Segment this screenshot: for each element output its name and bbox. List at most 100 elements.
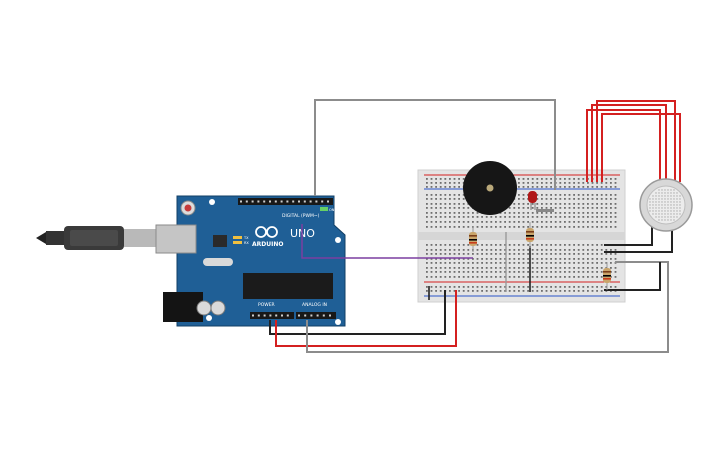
breadboard-hole[interactable]	[610, 249, 612, 251]
breadboard-hole[interactable]	[462, 271, 465, 273]
breadboard-hole[interactable]	[453, 198, 456, 200]
header-pin[interactable]	[263, 314, 266, 317]
breadboard-hole[interactable]	[577, 290, 580, 292]
breadboard-hole[interactable]	[587, 267, 589, 269]
breadboard-hole[interactable]	[439, 262, 442, 264]
breadboard-hole[interactable]	[444, 258, 447, 260]
breadboard-hole[interactable]	[518, 262, 520, 264]
breadboard-hole[interactable]	[499, 276, 502, 278]
breadboard-hole[interactable]	[577, 286, 580, 288]
header-pin[interactable]	[286, 200, 289, 203]
breadboard-hole[interactable]	[564, 226, 566, 228]
breadboard-hole[interactable]	[582, 276, 585, 278]
breadboard-hole[interactable]	[449, 262, 451, 264]
breadboard-hole[interactable]	[527, 226, 529, 228]
breadboard-hole[interactable]	[582, 262, 585, 264]
breadboard-hole[interactable]	[554, 226, 557, 228]
breadboard-hole[interactable]	[453, 216, 456, 218]
breadboard-hole[interactable]	[591, 267, 594, 269]
breadboard-hole[interactable]	[591, 286, 594, 288]
breadboard-hole[interactable]	[485, 249, 488, 251]
breadboard-hole[interactable]	[605, 258, 608, 260]
breadboard-hole[interactable]	[596, 249, 598, 251]
breadboard-hole[interactable]	[587, 249, 589, 251]
breadboard-hole[interactable]	[481, 253, 483, 255]
breadboard-hole[interactable]	[600, 249, 603, 251]
breadboard-hole[interactable]	[605, 221, 608, 223]
breadboard-hole[interactable]	[453, 178, 456, 180]
breadboard-hole[interactable]	[577, 244, 580, 246]
breadboard-hole[interactable]	[605, 262, 608, 264]
breadboard-hole[interactable]	[582, 221, 585, 223]
breadboard-hole[interactable]	[490, 286, 493, 288]
breadboard-hole[interactable]	[568, 221, 571, 223]
arduino-uno-board[interactable]: ARDUINO UNO DIGITAL (PWM~) POWER ANALOG …	[155, 195, 346, 327]
resistor-1[interactable]	[469, 226, 477, 252]
breadboard-hole[interactable]	[536, 290, 539, 292]
breadboard-hole[interactable]	[541, 216, 543, 218]
breadboard-hole[interactable]	[458, 212, 460, 214]
breadboard-hole[interactable]	[495, 249, 497, 251]
breadboard-hole[interactable]	[573, 212, 575, 214]
breadboard-hole[interactable]	[467, 221, 470, 223]
breadboard-hole[interactable]	[605, 226, 608, 228]
breadboard-hole[interactable]	[449, 194, 451, 196]
header-pin[interactable]	[281, 314, 283, 317]
breadboard-hole[interactable]	[481, 262, 483, 264]
header-pin[interactable]	[280, 200, 283, 203]
breadboard-hole[interactable]	[467, 271, 470, 273]
breadboard-hole[interactable]	[522, 226, 525, 228]
breadboard-hole[interactable]	[559, 182, 562, 184]
header-pin[interactable]	[292, 200, 295, 203]
breadboard-hole[interactable]	[472, 253, 474, 255]
breadboard-hole[interactable]	[536, 249, 539, 251]
breadboard-hole[interactable]	[504, 216, 506, 218]
header-pin[interactable]	[252, 314, 254, 317]
breadboard-hole[interactable]	[449, 249, 451, 251]
breadboard-hole[interactable]	[582, 207, 585, 209]
breadboard-hole[interactable]	[435, 212, 437, 214]
breadboard-hole[interactable]	[453, 226, 456, 228]
breadboard-hole[interactable]	[550, 198, 552, 200]
header-pin[interactable]	[309, 200, 312, 203]
breadboard-hole[interactable]	[596, 221, 598, 223]
breadboard-hole[interactable]	[582, 244, 585, 246]
breadboard-hole[interactable]	[444, 182, 447, 184]
breadboard-hole[interactable]	[522, 207, 525, 209]
breadboard-hole[interactable]	[476, 253, 479, 255]
breadboard-hole[interactable]	[554, 271, 557, 273]
breadboard-hole[interactable]	[453, 186, 456, 188]
breadboard-hole[interactable]	[600, 267, 603, 269]
breadboard-hole[interactable]	[462, 207, 465, 209]
breadboard-hole[interactable]	[495, 276, 497, 278]
breadboard-hole[interactable]	[531, 244, 534, 246]
breadboard-hole[interactable]	[485, 267, 488, 269]
breadboard-hole[interactable]	[467, 286, 470, 288]
breadboard-hole[interactable]	[577, 276, 580, 278]
breadboard-hole[interactable]	[522, 262, 525, 264]
breadboard-hole[interactable]	[573, 216, 575, 218]
breadboard-hole[interactable]	[605, 212, 608, 214]
breadboard-hole[interactable]	[476, 276, 479, 278]
breadboard-hole[interactable]	[444, 262, 447, 264]
breadboard-hole[interactable]	[591, 198, 594, 200]
breadboard-hole[interactable]	[444, 226, 447, 228]
breadboard-hole[interactable]	[600, 203, 603, 205]
breadboard-hole[interactable]	[541, 262, 543, 264]
breadboard-hole[interactable]	[504, 226, 506, 228]
breadboard-hole[interactable]	[430, 194, 433, 196]
breadboard-hole[interactable]	[518, 216, 520, 218]
breadboard-hole[interactable]	[518, 221, 520, 223]
breadboard-hole[interactable]	[605, 203, 608, 205]
breadboard-hole[interactable]	[605, 198, 608, 200]
breadboard-hole[interactable]	[495, 258, 497, 260]
breadboard-hole[interactable]	[430, 290, 433, 292]
breadboard-hole[interactable]	[536, 212, 539, 214]
breadboard-hole[interactable]	[614, 253, 617, 255]
breadboard-hole[interactable]	[591, 194, 594, 196]
breadboard-hole[interactable]	[527, 182, 529, 184]
breadboard-hole[interactable]	[573, 203, 575, 205]
breadboard-hole[interactable]	[564, 249, 566, 251]
breadboard-hole[interactable]	[490, 258, 493, 260]
breadboard-hole[interactable]	[453, 286, 456, 288]
